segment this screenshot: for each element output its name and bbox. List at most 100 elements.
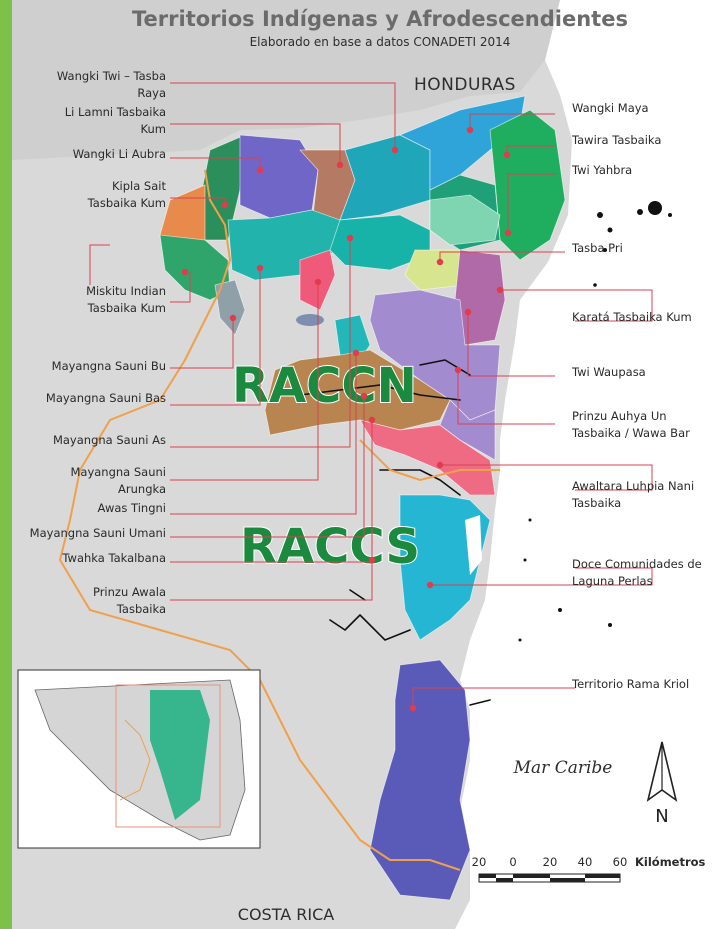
territory-label-left-11: Twahka Takalbana: [61, 551, 166, 565]
territory-prinzu-auhya: [439, 399, 496, 461]
territory-marker: [368, 416, 376, 424]
rivers: [299, 359, 491, 706]
left-frame-bar: [0, 0, 12, 929]
callout-leader-line: [170, 318, 234, 369]
callout-leader-line: [170, 396, 365, 538]
map-title: Territorios Indígenas y Afrodescendiente…: [132, 7, 628, 31]
callout-leader-line: [170, 272, 191, 303]
callout-leader-line: [469, 113, 555, 130]
callout-leader-line: [170, 82, 396, 150]
callout-leader-line: [457, 370, 555, 425]
callout-leader-line: [500, 289, 653, 322]
north-label: N: [655, 806, 668, 827]
territory-marker: [221, 201, 229, 209]
territory-marker: [336, 161, 344, 169]
inset-map: [17, 669, 261, 849]
territory-label-left-7: Mayangna Sauni As: [53, 433, 166, 447]
territory-marker: [496, 286, 504, 294]
territory-label-left-6: Mayangna Sauni Bas: [46, 391, 166, 405]
callout-leader-line: [170, 268, 261, 406]
territory-wangki-maya: [399, 95, 526, 191]
territory-marker: [454, 366, 462, 374]
territory-label-left-5: Mayangna Sauni Bu: [52, 359, 166, 373]
territory-mayangna-sauni-bas: [214, 279, 246, 336]
islands: [518, 201, 672, 642]
label-raccn: RACCN: [232, 358, 417, 414]
territory-marker: [466, 126, 474, 134]
territory-marker: [436, 258, 444, 266]
callout-leader-line: [440, 464, 653, 491]
territory-marker: [391, 146, 399, 154]
callout-leader-line: [170, 238, 351, 448]
territory-marker: [229, 314, 237, 322]
callout-leader-line: [467, 312, 555, 377]
territory-marker: [409, 704, 417, 712]
territory-label-right-5: Twi Waupasa: [571, 365, 646, 379]
territory-marker: [436, 461, 444, 469]
callout-leader-line: [89, 244, 110, 285]
territory-label-right-0: Wangki Maya: [572, 101, 649, 115]
territory-label-right-3: Tasba Pri: [571, 241, 623, 255]
laguna-perlas: [465, 515, 482, 575]
scale-tick-2: 20: [543, 855, 558, 869]
scale-tick-0: 20: [472, 855, 487, 869]
label-mar-caribe: Mar Caribe: [513, 758, 613, 778]
callout-leader-line: [507, 173, 555, 233]
callout-leader-line: [170, 282, 319, 481]
callout-leader-line: [170, 353, 357, 515]
scale-bar: 20 0 20 40 60 Kilómetros: [472, 855, 706, 883]
territory-awas-tingni: [264, 349, 451, 436]
callout-leader-line: [170, 157, 261, 170]
lake: [296, 314, 324, 326]
territory-marker: [464, 308, 472, 316]
territory-label-right-1: Tawira Tasbaika: [571, 133, 661, 147]
label-honduras: HONDURAS: [414, 75, 516, 95]
territory-rama-kriol: [369, 659, 471, 901]
territory-tasba-pri: [404, 249, 466, 291]
label-raccs: RACCS: [240, 519, 420, 575]
territories: [159, 95, 566, 901]
honduras-area: [12, 0, 560, 160]
territory-marker: [503, 151, 511, 159]
territory-marker: [504, 229, 512, 237]
territory-label-right-9: Territorio Rama Kriol: [571, 677, 689, 691]
territory-marker: [360, 392, 368, 400]
label-costa-rica: COSTA RICA: [238, 905, 334, 924]
territory-marker: [256, 264, 264, 272]
territory-marker: [314, 278, 322, 286]
map-subtitle: Elaborado en base a datos CONADETI 2014: [250, 35, 511, 49]
callout-leader-line: [430, 567, 653, 586]
callout-leader-line: [439, 251, 565, 262]
territory-label-left-10: Mayangna Sauni Umani: [30, 526, 166, 540]
territory-label-right-2: Twi Yahbra: [571, 163, 632, 177]
territory-marker: [352, 349, 360, 357]
north-arrow: N: [646, 741, 678, 827]
territory-label-right-4: Karatá Tasbaika Kum: [572, 310, 692, 324]
callout-leader-line: [412, 687, 575, 708]
territory-marker: [368, 556, 376, 564]
territory-awaltara: [359, 419, 496, 496]
scale-tick-1: 0: [509, 855, 516, 869]
callout-leader-line: [170, 560, 373, 601]
borders: [58, 169, 500, 871]
territory-marker: [426, 581, 434, 589]
territory-marker: [346, 234, 354, 242]
territory-label-left-9: Awas Tingni: [98, 501, 166, 515]
scale-unit: Kilómetros: [635, 855, 706, 869]
territory-label-left-2: Wangki Li Aubra: [73, 147, 166, 161]
territory-marker: [256, 166, 264, 174]
scale-tick-3: 40: [578, 855, 593, 869]
scale-tick-4: 60: [613, 855, 628, 869]
territory-marker: [181, 268, 189, 276]
